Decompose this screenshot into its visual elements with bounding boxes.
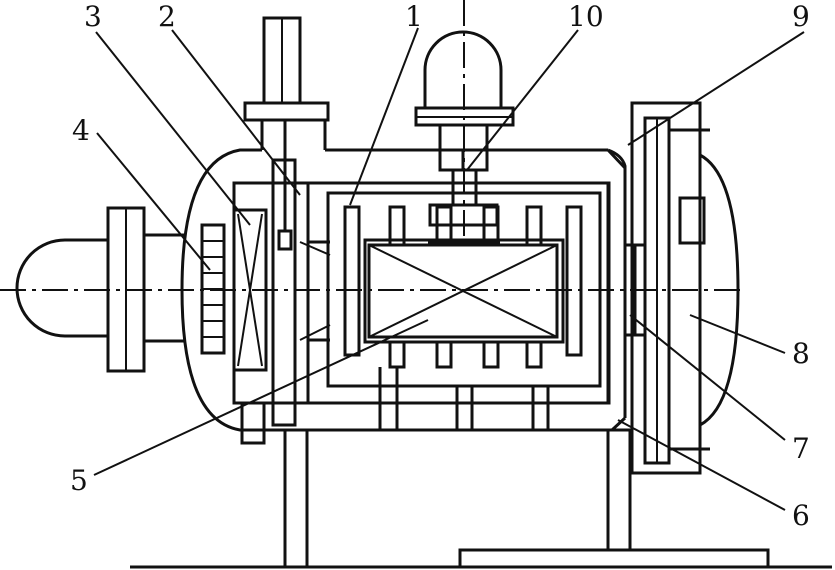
leader-lines (93, 27, 805, 511)
centerlines (0, 0, 740, 291)
hearth-supports (378, 340, 550, 430)
callout-5: 5 (70, 464, 88, 497)
retort (299, 240, 331, 342)
callout-4: 4 (72, 114, 90, 147)
callout-7: 7 (792, 432, 810, 465)
inner-chamber-frame (232, 181, 611, 405)
support-frame (130, 428, 832, 569)
callout-6: 6 (792, 499, 810, 532)
callout-9: 9 (792, 0, 810, 33)
grid-slots (202, 240, 224, 338)
callout-2: 2 (158, 0, 176, 33)
callout-10: 10 (568, 0, 604, 33)
valve-shaft-assembly (240, 16, 330, 445)
callout-labels: 1 2 3 4 5 6 7 8 9 10 (70, 0, 810, 532)
door-assembly (623, 101, 740, 475)
callout-8: 8 (792, 337, 810, 370)
callout-3: 3 (84, 0, 102, 33)
callout-1: 1 (405, 0, 423, 33)
